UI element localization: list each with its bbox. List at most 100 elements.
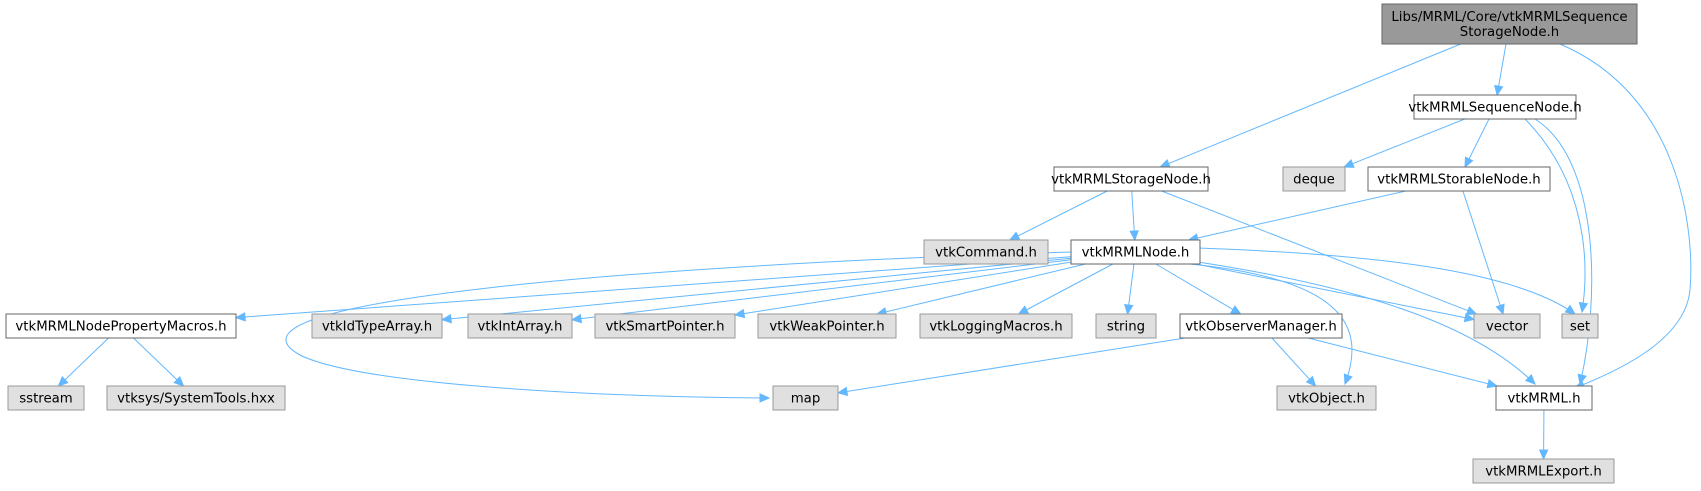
edge-line xyxy=(1197,261,1536,385)
node-label: vtkIntArray.h xyxy=(478,320,563,335)
node-vector: vector xyxy=(1473,313,1541,339)
node-box xyxy=(919,313,1073,339)
node-box xyxy=(1276,385,1377,411)
arrowhead-icon xyxy=(1465,306,1478,315)
arrowhead-icon xyxy=(570,313,583,324)
edge-line xyxy=(243,256,1072,318)
node-box xyxy=(106,385,286,411)
node-box[interactable] xyxy=(1381,3,1638,45)
node-macros[interactable]: vtkMRMLNodePropertyMacros.h xyxy=(5,313,237,339)
node-intarray: vtkIntArray.h xyxy=(467,313,573,339)
edge-macros-to-systools xyxy=(133,337,185,387)
node-box xyxy=(7,385,85,411)
node-box xyxy=(757,313,897,339)
edge-line xyxy=(63,337,109,381)
edge-storable-to-mrmlnode xyxy=(1187,190,1406,243)
edge-line xyxy=(1167,43,1461,165)
node-deque: deque xyxy=(1282,166,1346,192)
node-box[interactable] xyxy=(1495,385,1593,411)
node-label: set xyxy=(1570,320,1590,335)
node-box xyxy=(1282,166,1346,192)
arrowhead-icon xyxy=(1524,373,1536,385)
node-object: vtkObject.h xyxy=(1276,385,1377,411)
arrowhead-icon xyxy=(57,375,69,387)
arrowhead-icon xyxy=(733,308,746,319)
node-observer[interactable]: vtkObserverManager.h xyxy=(1179,313,1343,339)
node-box[interactable] xyxy=(1413,94,1577,120)
node-storable[interactable]: vtkMRMLStorableNode.h xyxy=(1367,166,1551,192)
edge-mrmlnode-to-smartptr xyxy=(733,261,1072,319)
edge-mrmlnode-to-logging xyxy=(1017,263,1114,315)
edge-storage-to-command xyxy=(1008,190,1108,241)
arrowhead-icon xyxy=(1124,303,1134,316)
arrowhead-icon xyxy=(1486,379,1499,389)
node-box xyxy=(1473,313,1541,339)
node-string: string xyxy=(1095,313,1157,339)
node-box xyxy=(1472,458,1615,484)
edge-line xyxy=(845,337,1186,393)
node-seqnode[interactable]: vtkMRMLSequenceNode.h xyxy=(1408,94,1582,120)
node-box[interactable] xyxy=(1367,166,1551,192)
node-label: vtkMRMLExport.h xyxy=(1485,465,1602,480)
edge-observer-to-mrml xyxy=(1308,337,1499,389)
edge-storable-to-vector xyxy=(1462,190,1505,316)
node-label: vtkMRMLSequenceNode.h xyxy=(1408,101,1581,116)
edge-root-to-seqnode xyxy=(1494,43,1507,97)
node-root[interactable]: Libs/MRML/Core/vtkMRMLSequenceStorageNod… xyxy=(1381,3,1638,45)
arrowhead-icon xyxy=(1305,375,1317,387)
node-box[interactable] xyxy=(1179,313,1343,339)
edge-storage-to-vector xyxy=(1161,190,1478,315)
node-label: vtksys/SystemTools.hxx xyxy=(117,392,275,407)
node-label: vector xyxy=(1486,320,1529,335)
edge-observer-to-map xyxy=(836,337,1186,397)
node-smartptr: vtkSmartPointer.h xyxy=(594,313,736,339)
node-set: set xyxy=(1561,313,1599,339)
edge-line xyxy=(1016,190,1108,237)
node-box[interactable] xyxy=(1053,166,1209,192)
arrowhead-icon xyxy=(759,393,771,403)
node-label: vtkWeakPointer.h xyxy=(769,320,884,335)
node-label: string xyxy=(1107,320,1145,335)
node-storage[interactable]: vtkMRMLStorageNode.h xyxy=(1051,166,1211,192)
node-box xyxy=(1561,313,1599,339)
node-box[interactable] xyxy=(1070,239,1201,265)
edge-mrmlnode-to-idtype xyxy=(440,257,1072,324)
node-command: vtkCommand.h xyxy=(923,239,1049,265)
edge-seqnode-to-set xyxy=(1524,118,1589,314)
edge-observer-to-object xyxy=(1271,337,1317,387)
arrowhead-icon xyxy=(1008,231,1021,241)
node-box xyxy=(772,385,839,411)
node-label: vtkObserverManager.h xyxy=(1185,320,1337,335)
node-mrml[interactable]: vtkMRML.h xyxy=(1495,385,1593,411)
node-box[interactable] xyxy=(5,313,237,339)
edge-seqnode-to-mrml xyxy=(1534,118,1593,386)
node-box xyxy=(594,313,736,339)
arrowhead-icon xyxy=(1463,312,1476,323)
node-box xyxy=(1095,313,1157,339)
arrowhead-icon xyxy=(1538,449,1549,461)
node-systools: vtksys/SystemTools.hxx xyxy=(106,385,286,411)
node-label: vtkMRML.h xyxy=(1507,392,1580,407)
edge-mrmlnode-to-object xyxy=(1189,263,1353,386)
node-label: Libs/MRML/Core/vtkMRMLSequence xyxy=(1391,10,1627,25)
edge-line xyxy=(1128,263,1135,307)
arrowhead-icon xyxy=(1564,304,1577,315)
node-mrmlnode[interactable]: vtkMRMLNode.h xyxy=(1070,239,1201,265)
edge-line xyxy=(285,251,1072,399)
node-label: vtkMRMLStorageNode.h xyxy=(1051,173,1211,188)
edge-seqnode-to-storable xyxy=(1464,118,1490,169)
node-sstream: sstream xyxy=(7,385,85,411)
node-label: vtkMRMLNodePropertyMacros.h xyxy=(15,320,226,335)
edge-seqnode-to-deque xyxy=(1343,118,1466,168)
edge-mrmlnode-to-weakptr xyxy=(875,263,1086,317)
node-label: vtkSmartPointer.h xyxy=(605,320,724,335)
edge-mrmlnode-to-map xyxy=(285,251,1072,403)
edge-line xyxy=(449,257,1072,320)
edge-mrml-to-export xyxy=(1538,409,1549,461)
node-label: vtkMRMLNode.h xyxy=(1082,246,1190,261)
arrowhead-icon xyxy=(440,313,452,324)
arrowhead-icon xyxy=(1495,303,1505,316)
node-box xyxy=(467,313,573,339)
node-label: vtkMRMLStorableNode.h xyxy=(1377,173,1540,188)
